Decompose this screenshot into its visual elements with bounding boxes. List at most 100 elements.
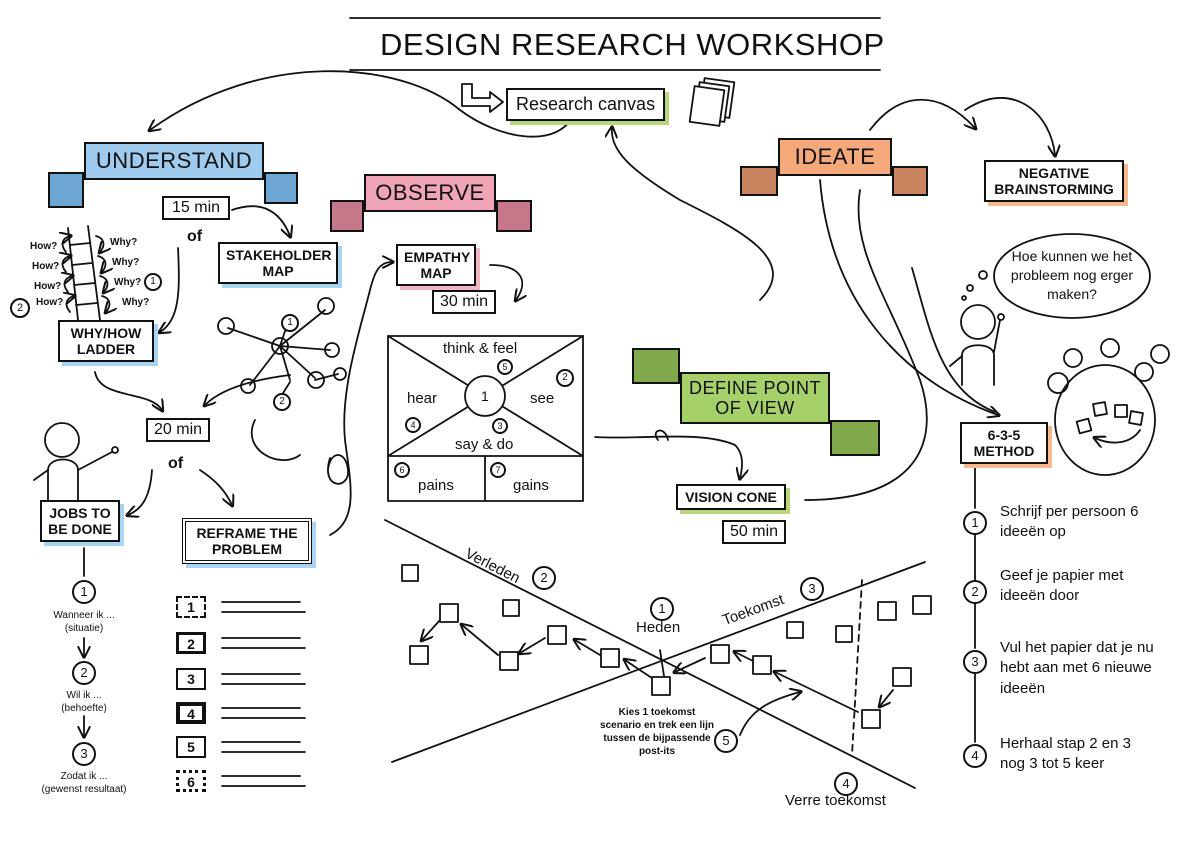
vision-cone-label: VISION CONE [685, 489, 777, 505]
of-label-1: of [187, 228, 203, 245]
ideate-banner-tail-left [740, 166, 778, 196]
method-step-2-num: 2 [963, 580, 987, 604]
arrow-vision-to-ideate [804, 189, 928, 501]
method-step-1-text: Schrijf per persoon 6 ideeën op [1000, 503, 1139, 541]
arrow-empathy-to-30min [489, 264, 522, 300]
empathy-pains: pains [418, 477, 454, 494]
arrow-15min-to-stakeholder [231, 205, 290, 236]
empathy-num-7: 7 [490, 462, 506, 478]
define-banner-label: DEFINE POINT OF VIEW [688, 378, 821, 418]
why-label-4: Why? [122, 297, 150, 308]
arrow-20min-to-jobs [128, 469, 153, 515]
how-label-2: How? [32, 261, 60, 272]
empathy-num-3: 3 [492, 418, 508, 434]
empathy-see: see [530, 390, 555, 407]
arrow-brainstorm-to-method [911, 267, 996, 413]
postit-arrow-6 [675, 657, 706, 672]
observe-banner: OBSERVE [364, 174, 496, 212]
empathy-hear: hear [407, 390, 438, 407]
jobs-to-be-done-box[interactable]: JOBS TO BE DONE [40, 500, 120, 543]
cone-line-dashed [851, 579, 863, 756]
empathy-num-2: 2 [556, 369, 574, 387]
method-635-box[interactable]: 6-3-5 METHOD [960, 422, 1048, 465]
heden-tick [659, 649, 665, 677]
understand-banner-tail-right [264, 172, 298, 204]
arrow-reframe-to-empathy [329, 262, 392, 536]
postit-arrow-8 [775, 672, 859, 713]
reframe-item-3: 3 [176, 668, 206, 690]
arrow-empathy-to-vision [594, 435, 742, 478]
time-15min-label: 15 min [172, 199, 221, 216]
cone-line-future [391, 561, 926, 763]
arrow-of-to-ladder [160, 247, 180, 332]
method-step-3-num: 3 [963, 650, 987, 674]
ideate-banner-label: IDEATE [794, 144, 876, 169]
method-635-label: 6-3-5 METHOD [973, 427, 1035, 460]
how-label-3: How? [34, 281, 62, 292]
empathy-gains: gains [513, 477, 549, 494]
page-title: DESIGN RESEARCH WORKSHOP [380, 27, 885, 62]
ladder-num-2: 2 [10, 298, 30, 318]
observe-banner-label: OBSERVE [375, 180, 485, 205]
negative-brainstorming-box[interactable]: NEGATIVE BRAINSTORMING [984, 160, 1124, 203]
verre-toekomst-num: 4 [834, 772, 858, 796]
jobs-step-2-num: 2 [72, 661, 96, 685]
heden-label: Heden [636, 619, 681, 636]
empathy-num-6: 6 [394, 462, 410, 478]
arrow-canvas-to-understand [150, 70, 576, 138]
arrow-stakeholder-to-20min [205, 374, 291, 405]
time-50min: 50 min [722, 520, 787, 545]
arrow-ladder-to-20min [94, 371, 162, 410]
how-label-4: How? [36, 297, 64, 308]
arrow-ideate-to-negative [869, 98, 975, 130]
define-banner: DEFINE POINT OF VIEW [680, 372, 830, 424]
cone-instruction: Kies 1 toekomst scenario en trek een lij… [600, 707, 714, 757]
jobs-to-be-done-label: JOBS TO BE DONE [48, 505, 112, 538]
postit-icons [401, 564, 932, 729]
time-30min-label: 30 min [440, 293, 489, 310]
method-step-2-text: Geef je papier met ideeën door [1000, 567, 1124, 605]
define-banner-tail-left [632, 348, 680, 384]
why-label-2: Why? [112, 257, 140, 268]
heden-num: 1 [650, 597, 674, 621]
why-how-ladder-label: WHY/HOW LADDER [70, 325, 142, 358]
curve-stakeholder [250, 419, 301, 461]
jobs-step-3-num: 3 [72, 742, 96, 766]
postit-arrow-2 [575, 640, 601, 656]
negative-brainstorming-label: NEGATIVE BRAINSTORMING [994, 165, 1114, 198]
vision-cone-box[interactable]: VISION CONE [676, 484, 786, 511]
brainstorm-group-icon [1047, 338, 1170, 476]
time-50min-label: 50 min [730, 523, 779, 540]
jobs-step-3-sub: (gewenst resultaat) [41, 784, 127, 795]
empathy-map-label: EMPATHY MAP [404, 249, 471, 282]
reframe-problem-box[interactable]: REFRAME THE PROBLEM [182, 518, 312, 565]
stakeholder-num-1: 1 [281, 314, 299, 332]
time-20min-label: 20 min [154, 421, 203, 438]
why-label-1: Why? [110, 237, 138, 248]
stakeholder-map-box[interactable]: STAKEHOLDER MAP [218, 242, 338, 285]
ideate-banner: IDEATE [778, 138, 892, 176]
postit-arrow-4 [462, 625, 499, 656]
research-canvas-box[interactable]: Research canvas [506, 88, 666, 121]
postit-arrow-1 [625, 660, 656, 681]
why-how-ladder-box[interactable]: WHY/HOW LADDER [58, 320, 154, 363]
empathy-num-5: 5 [497, 359, 513, 375]
method-step-1-num: 1 [963, 511, 987, 535]
arrow-negative-loop [964, 97, 1055, 155]
postit-arrow-9 [880, 689, 894, 706]
time-15min: 15 min [162, 196, 231, 221]
reframe-item-6: 6 [176, 770, 206, 792]
empathy-say-do: say & do [455, 436, 514, 453]
toekomst-num: 3 [800, 577, 824, 601]
stakeholder-map-label: STAKEHOLDER MAP [226, 247, 332, 280]
jobs-step-1-num: 1 [72, 580, 96, 604]
reframe-list-lines [221, 601, 306, 787]
empathy-map-box[interactable]: EMPATHY MAP [396, 244, 476, 287]
instruction-num: 5 [714, 729, 738, 753]
stakeholder-network-icon [217, 297, 347, 399]
ideate-banner-tail-right [892, 166, 928, 196]
jobs-step-3-text: Zodat ik ... [60, 771, 108, 782]
empathy-num-4: 4 [405, 417, 421, 433]
why-label-3: Why? [114, 277, 142, 288]
jobs-step-2-text: Wil ik ... [66, 690, 102, 701]
